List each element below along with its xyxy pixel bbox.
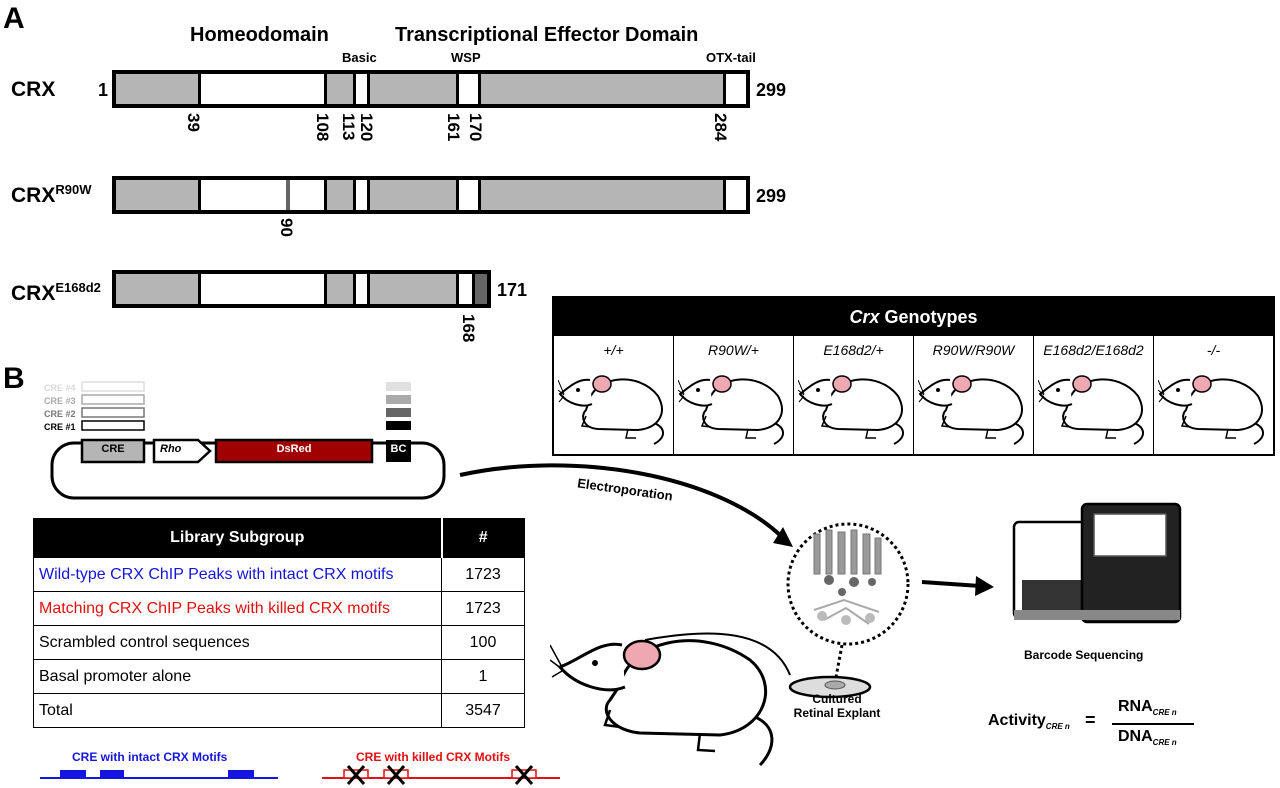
mouse-icon [678, 375, 784, 445]
large-mouse-illustration [550, 632, 791, 767]
cre-motif-legend [40, 765, 560, 785]
mouse-icon [1038, 375, 1144, 445]
genotype-cell: -/- [1154, 336, 1273, 454]
crx-label: CRX [11, 78, 56, 101]
pos-39: 39 [184, 113, 203, 132]
pos-161: 161 [444, 113, 463, 142]
genotype-cell: R90W/R90W [914, 336, 1034, 454]
library-row: Wild-type CRX ChIP Peaks with intact CRX… [33, 557, 525, 592]
pos-120: 120 [357, 113, 376, 142]
library-row-count: 1 [441, 659, 525, 694]
retina-zoom-circle [786, 522, 910, 646]
genotype-label: +/+ [603, 342, 624, 358]
genotype-cell: E168d2/+ [794, 336, 914, 454]
genotype-cell: E168d2/E168d2 [1034, 336, 1154, 454]
sequencing-arrow [921, 576, 994, 596]
library-row-name: Basal promoter alone [33, 659, 442, 694]
formula-denominator: DNACRE n [1118, 728, 1177, 748]
crx-r90w-end: 299 [756, 186, 787, 206]
otx-tail-label: OTX-tail [706, 50, 756, 65]
genotypes-title: Crx Genotypes [554, 298, 1273, 336]
genotype-label: E168d2/+ [823, 342, 884, 358]
pos-170: 170 [466, 113, 485, 142]
crx-e168d2-protein-bar [112, 270, 491, 308]
library-header-count: # [441, 518, 525, 558]
library-row-count: 1723 [441, 591, 525, 626]
genotype-label: R90W/+ [708, 342, 759, 358]
panel-b-label: B [3, 362, 25, 395]
effector-domain-label: Transcriptional Effector Domain [395, 24, 699, 46]
formula-equals: = [1085, 710, 1096, 730]
panel-a-label: A [3, 2, 25, 35]
crx-end: 299 [756, 80, 787, 100]
cre-legend: CRE #4 CRE #3 CRE #2 CRE #1 [44, 383, 76, 432]
activity-formula: ActivityCRE n = RNACRE n DNACRE n [988, 698, 1218, 758]
crx-r90w-protein-bar [112, 176, 750, 214]
explant-dish [788, 645, 872, 699]
genotype-label: -/- [1206, 342, 1221, 358]
library-row-count: 100 [441, 625, 525, 660]
genotype-label: E168d2/E168d2 [1043, 342, 1144, 358]
library-row-name: Total [33, 693, 442, 728]
legend-killed-label: CRE with killed CRX Motifs [356, 750, 511, 764]
homeodomain-label: Homeodomain [190, 24, 329, 46]
genotype-label: R90W/R90W [932, 342, 1015, 358]
library-row-name: Scrambled control sequences [33, 625, 442, 660]
genotype-cell: R90W/+ [674, 336, 794, 454]
crx-r90w-label: CRXR90W [11, 182, 92, 207]
sequencing-label: Barcode Sequencing [1024, 648, 1144, 662]
crx-protein-bar [112, 70, 750, 108]
library-table: Library Subgroup # Wild-type CRX ChIP Pe… [33, 518, 525, 728]
basic-label: Basic [342, 50, 377, 65]
mouse-icon [558, 375, 664, 445]
formula-fraction-line [1112, 723, 1194, 725]
library-row-count: 3547 [441, 693, 525, 728]
dsred-label: DsRed [276, 443, 312, 455]
pos-168: 168 [459, 314, 478, 343]
pos-284: 284 [711, 113, 730, 142]
pos-113: 113 [339, 113, 358, 141]
mouse-icon [798, 375, 904, 445]
mouse-icon [918, 375, 1024, 445]
explant-label: Cultured Retinal Explant [793, 692, 881, 720]
pos-90: 90 [277, 218, 296, 237]
electroporation-arrow [459, 463, 793, 547]
library-header-subgroup: Library Subgroup [33, 518, 443, 558]
cre-box-label: CRE [101, 443, 125, 455]
library-row: Matching CRX ChIP Peaks with killed CRX … [33, 591, 525, 626]
genotypes-table: Crx Genotypes +/+ R90W/+ E168d2/+ R90W/R90W… [552, 296, 1275, 456]
pos-108: 108 [313, 113, 332, 142]
barcode-label: BC [390, 443, 407, 455]
formula-activity: ActivityCRE n [988, 712, 1070, 732]
wsp-label: WSP [451, 50, 481, 65]
genotype-cell: +/+ [554, 336, 674, 454]
formula-numerator: RNACRE n [1118, 698, 1177, 718]
sequencer-icon [1012, 502, 1182, 624]
mouse-icon [1158, 375, 1264, 445]
plasmid-diagram [50, 381, 446, 500]
library-row-name: Matching CRX ChIP Peaks with killed CRX … [33, 591, 442, 626]
library-row-name: Wild-type CRX ChIP Peaks with intact CRX… [33, 557, 442, 592]
crx-start: 1 [98, 80, 109, 100]
legend-intact-label: CRE with intact CRX Motifs [72, 750, 228, 764]
crx-e168d2-label: CRXE168d2 [11, 280, 101, 305]
library-row-count: 1723 [441, 557, 525, 592]
crx-e168d2-end: 171 [497, 280, 528, 300]
rho-promoter-label: Rho [160, 443, 182, 455]
